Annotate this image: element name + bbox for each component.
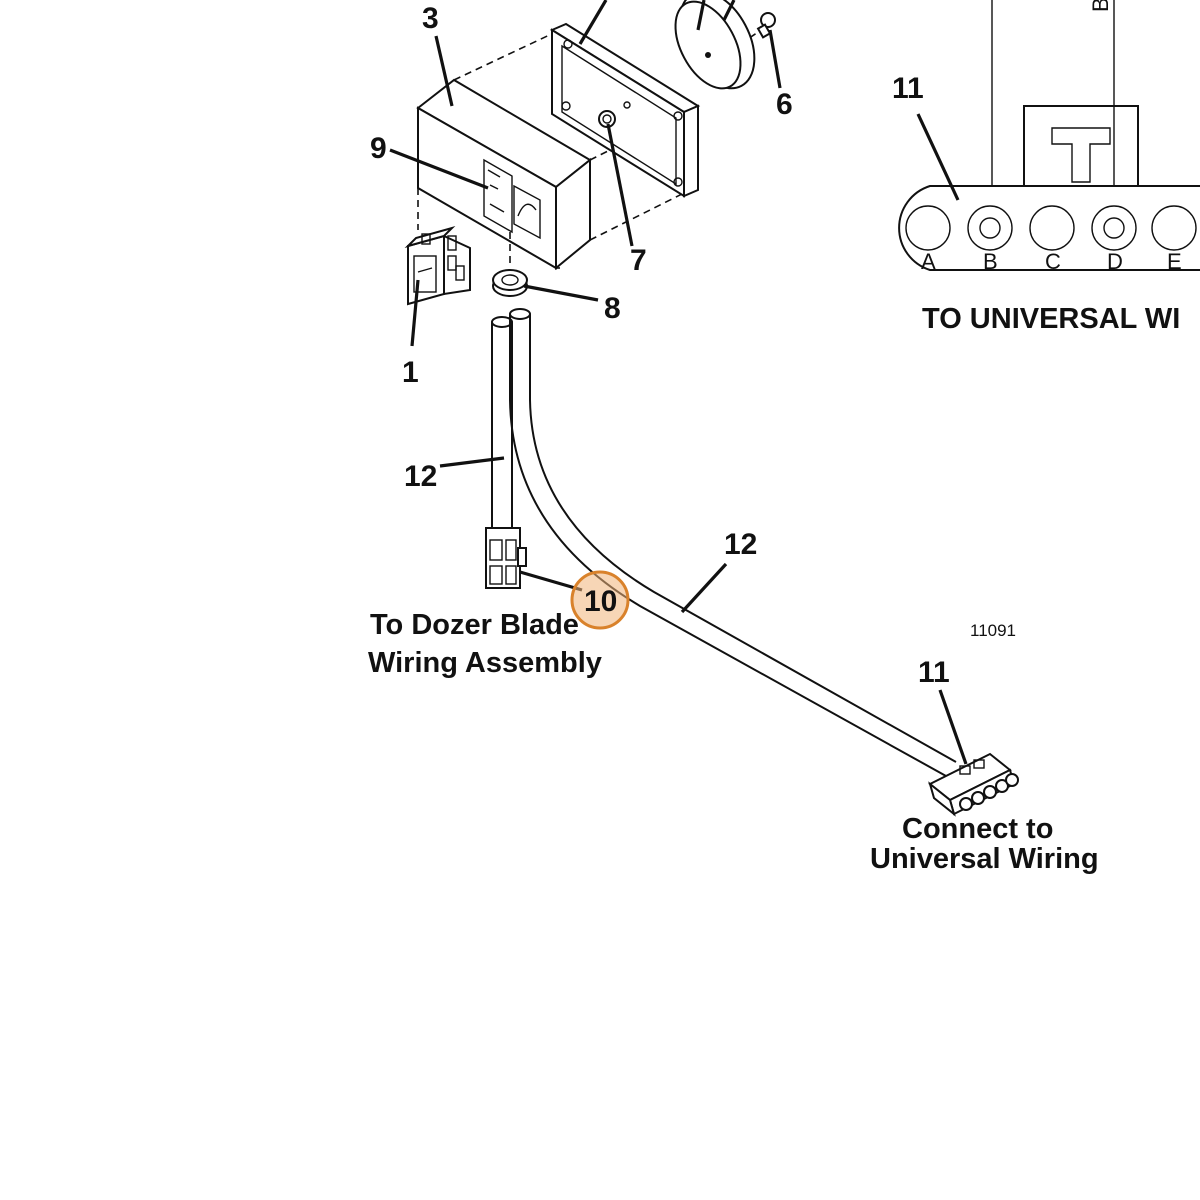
round-gauge [674,0,756,90]
screw [756,12,776,39]
callout-12-right: 12 [724,528,757,561]
pin-label-c: C [1045,249,1061,274]
callout-6: 6 [776,88,793,121]
label-to-universal: TO UNIVERSAL WI [922,303,1180,335]
callout-11-top: 11 [892,72,924,105]
callout-3: 3 [422,2,439,35]
pin-label-a: A [921,249,936,274]
callout-9: 9 [370,132,387,165]
callout-7: 7 [630,244,647,277]
universal-connector [928,752,1019,817]
label-dozer-line2: Wiring Assembly [368,647,602,679]
callout-8: 8 [604,292,621,325]
callout-10: 10 [584,585,617,618]
label-dozer-line1: To Dozer Blade [370,609,579,641]
callout-12-left: 12 [404,460,437,493]
grommet [492,269,528,297]
cover-plate [549,0,701,198]
callout-1: 1 [402,356,419,389]
leader-lines [389,29,968,765]
figure-number: 11091 [970,621,1016,640]
dozer-connector [485,527,527,589]
callout-11-bottom: 11 [918,656,950,689]
label-connect-line1: Connect to [902,813,1053,845]
pin-label-e: E [1167,249,1182,274]
pin-label-b: B [983,249,998,274]
label-connect-line2: Universal Wiring [870,843,1099,875]
rocker-switch [404,226,471,306]
highlight-marker[interactable] [570,570,630,630]
pin-label-d: D [1107,249,1123,274]
connector-face [898,0,1200,271]
clipped-vertical-label: B [1088,0,1113,12]
